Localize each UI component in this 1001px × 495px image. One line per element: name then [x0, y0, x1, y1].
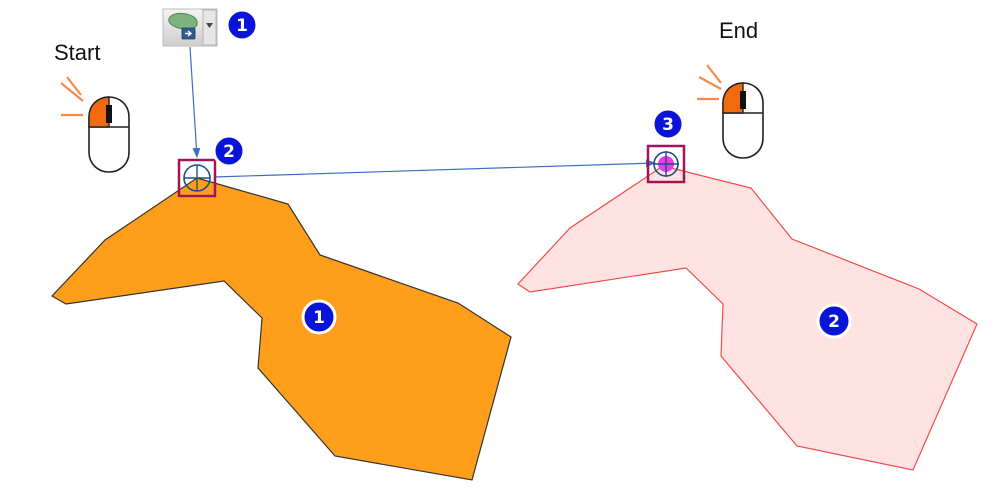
start-crosshair-icon — [177, 158, 217, 198]
moved-polygon — [517, 165, 978, 471]
move-path-arrow — [213, 159, 656, 178]
badge-shape-a-text: 1 — [313, 308, 325, 328]
badge-end-point: 3 — [651, 107, 685, 141]
start-label: Start — [54, 40, 101, 65]
badge-tool: 1 — [225, 8, 259, 42]
badge-shape-a: 1 — [301, 299, 337, 335]
badge-shape-b: 2 — [816, 303, 852, 339]
start-mouse-icon — [60, 76, 130, 173]
move-tool-button[interactable] — [162, 8, 218, 47]
badge-tool-text: 1 — [236, 16, 248, 36]
end-label: End — [719, 18, 759, 43]
badge-start-point: 2 — [212, 134, 246, 168]
badge-start-point-text: 2 — [223, 142, 235, 162]
tool-to-start-arrow — [189, 46, 201, 158]
source-polygon — [51, 177, 512, 481]
badge-end-point-text: 3 — [662, 115, 674, 135]
end-mouse-icon — [697, 64, 764, 159]
badge-shape-b-text: 2 — [828, 312, 840, 332]
end-crosshair-icon — [646, 144, 686, 184]
